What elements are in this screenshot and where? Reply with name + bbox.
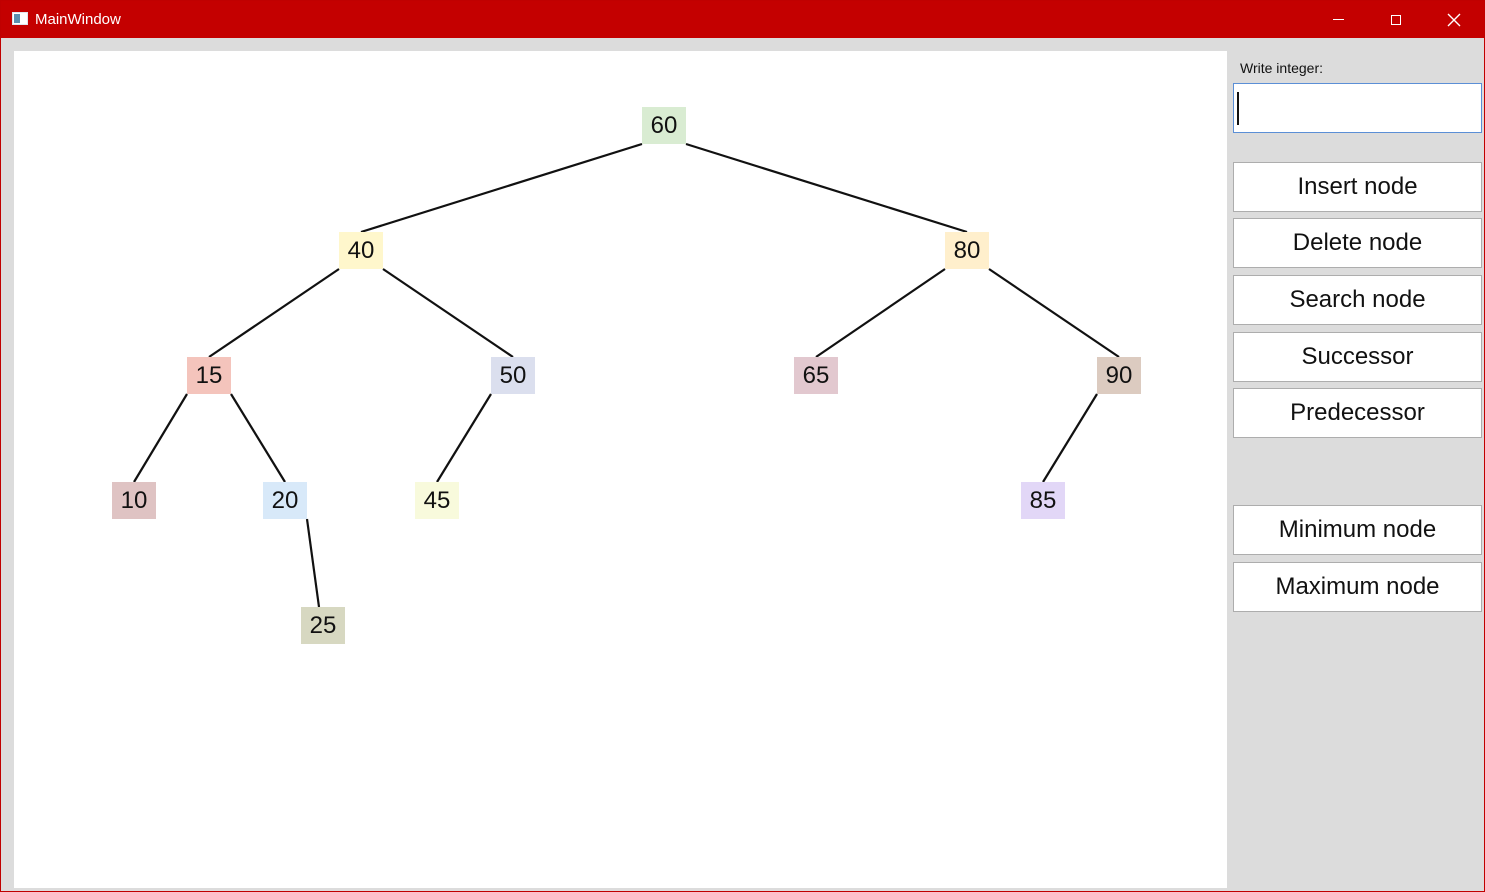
edge-60-40 — [360, 142, 643, 234]
maximize-icon — [1391, 14, 1401, 25]
edge-20-25 — [305, 518, 321, 608]
maximum-node-button[interactable]: Maximum node — [1233, 562, 1482, 612]
successor-button[interactable]: Successor — [1233, 332, 1482, 382]
maximize-button[interactable] — [1367, 1, 1425, 38]
edge-50-45 — [436, 393, 492, 483]
edge-40-15 — [208, 268, 340, 358]
tree-edges — [133, 142, 1120, 608]
minimum-node-button[interactable]: Minimum node — [1233, 505, 1482, 555]
input-label: Write integer: — [1240, 60, 1323, 76]
edge-60-80 — [685, 142, 968, 234]
title-bar[interactable]: MainWindow — [1, 1, 1484, 38]
minimize-button[interactable] — [1309, 1, 1367, 38]
delete-node-button[interactable]: Delete node — [1233, 218, 1482, 268]
close-button[interactable] — [1425, 1, 1483, 38]
tree-node-90[interactable]: 90 — [1097, 357, 1141, 394]
edge-90-85 — [1042, 393, 1098, 483]
close-icon — [1447, 13, 1461, 26]
tree-node-20[interactable]: 20 — [263, 482, 307, 519]
tree-node-85[interactable]: 85 — [1021, 482, 1065, 519]
edge-80-90 — [988, 268, 1120, 358]
tree-node-65[interactable]: 65 — [794, 357, 838, 394]
tree-node-10[interactable]: 10 — [112, 482, 156, 519]
tree-node-15[interactable]: 15 — [187, 357, 231, 394]
tree-node-40[interactable]: 40 — [339, 232, 383, 269]
text-caret — [1237, 92, 1239, 125]
edge-40-50 — [382, 268, 514, 358]
edge-15-10 — [133, 393, 188, 483]
edge-15-20 — [230, 393, 286, 483]
predecessor-button[interactable]: Predecessor — [1233, 388, 1482, 438]
minimize-icon — [1332, 19, 1344, 20]
edge-80-65 — [815, 268, 946, 358]
tree-canvas[interactable]: 60 40 80 15 50 65 90 10 20 45 85 25 — [14, 51, 1227, 888]
control-panel: Write integer: Insert node Delete node S… — [1228, 51, 1485, 891]
tree-node-50[interactable]: 50 — [491, 357, 535, 394]
tree-node-45[interactable]: 45 — [415, 482, 459, 519]
tree-node-25[interactable]: 25 — [301, 607, 345, 644]
search-node-button[interactable]: Search node — [1233, 275, 1482, 325]
app-icon — [12, 12, 28, 25]
window-title: MainWindow — [35, 11, 121, 28]
insert-node-button[interactable]: Insert node — [1233, 162, 1482, 212]
tree-node-60[interactable]: 60 — [642, 107, 686, 144]
integer-input[interactable] — [1233, 83, 1482, 133]
tree-node-80[interactable]: 80 — [945, 232, 989, 269]
